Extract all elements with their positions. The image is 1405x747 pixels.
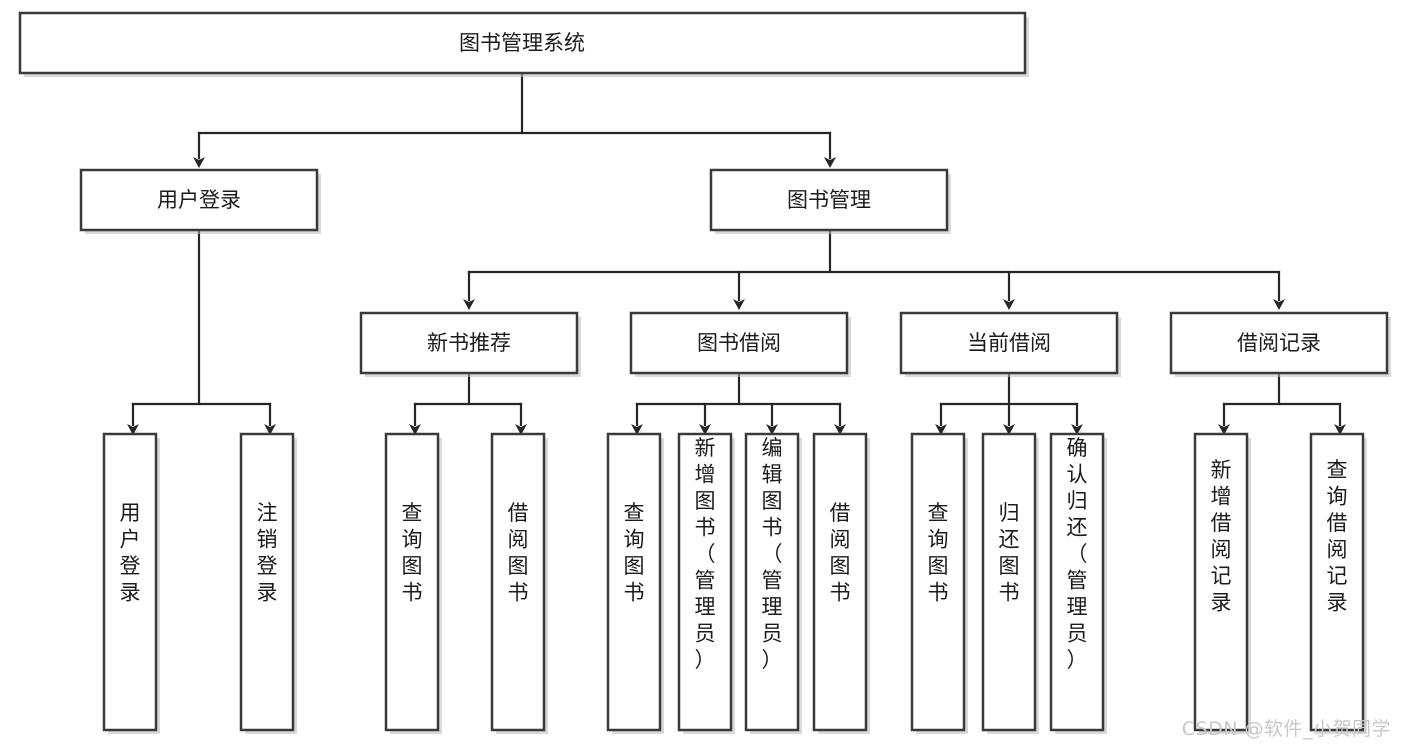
csdn-watermark: CSDN @软件_小贺同学: [1181, 718, 1391, 740]
leaf-book-borrow-2[interactable]: 新增图书（管理员）: [677, 432, 735, 734]
leaf-borrow-record-2-label: 查询借阅记录: [1327, 458, 1348, 615]
node-new-book-recommend-label: 新书推荐: [427, 331, 511, 355]
node-current-borrow[interactable]: 当前借阅: [899, 311, 1121, 377]
leaf-book-borrow-4-label: 借阅图书: [830, 501, 851, 605]
leaf-new-book-2-label: 借阅图书: [508, 501, 529, 605]
node-book-borrow[interactable]: 图书借阅: [629, 311, 851, 377]
leaf-current-borrow-2-label: 归还图书: [999, 501, 1020, 605]
node-user-login-label: 用户登录: [157, 188, 241, 212]
node-book-management-label: 图书管理: [787, 188, 871, 212]
leaf-user-login-1[interactable]: 用户登录: [102, 432, 160, 734]
node-borrow-record-label: 借阅记录: [1237, 331, 1321, 355]
leaf-book-borrow-4[interactable]: 借阅图书: [812, 432, 870, 734]
leaf-current-borrow-3[interactable]: 确认归还（管理员）: [1049, 432, 1107, 734]
leaf-book-borrow-1-label: 查询图书: [624, 501, 645, 605]
node-root[interactable]: 图书管理系统: [18, 11, 1029, 77]
leaf-current-borrow-2[interactable]: 归还图书: [981, 432, 1039, 734]
leaf-current-borrow-1[interactable]: 查询图书: [910, 432, 968, 734]
leaf-book-borrow-2-label: 新增图书（管理员）: [695, 436, 716, 672]
connector-layer: [127, 72, 1346, 435]
node-new-book-recommend[interactable]: 新书推荐: [359, 311, 581, 377]
leaf-current-borrow-1-label: 查询图书: [928, 501, 949, 605]
node-book-management[interactable]: 图书管理: [709, 168, 951, 234]
node-current-borrow-label: 当前借阅: [967, 331, 1051, 355]
node-book-borrow-label: 图书借阅: [697, 331, 781, 355]
leaf-book-borrow-3-label: 编辑图书（管理员）: [762, 436, 783, 672]
leaf-borrow-record-2[interactable]: 查询借阅记录: [1309, 432, 1367, 734]
leaf-new-book-1-label: 查询图书: [402, 501, 423, 605]
leaf-user-login-2-label: 注销登录: [257, 501, 278, 605]
leaf-book-borrow-1[interactable]: 查询图书: [606, 432, 664, 734]
leaf-new-book-1[interactable]: 查询图书: [384, 432, 442, 734]
node-user-login[interactable]: 用户登录: [79, 168, 321, 234]
leaf-user-login-1-label: 用户登录: [120, 501, 141, 605]
leaf-current-borrow-3-label: 确认归还（管理员）: [1067, 436, 1088, 672]
node-borrow-record[interactable]: 借阅记录: [1169, 311, 1391, 377]
leaf-new-book-2[interactable]: 借阅图书: [490, 432, 548, 734]
node-root-label: 图书管理系统: [459, 31, 585, 55]
leaf-borrow-record-1[interactable]: 新增借阅记录: [1193, 432, 1251, 734]
leaf-user-login-2[interactable]: 注销登录: [239, 432, 297, 734]
leaf-borrow-record-1-label: 新增借阅记录: [1211, 458, 1232, 615]
leaf-book-borrow-3[interactable]: 编辑图书（管理员）: [744, 432, 802, 734]
